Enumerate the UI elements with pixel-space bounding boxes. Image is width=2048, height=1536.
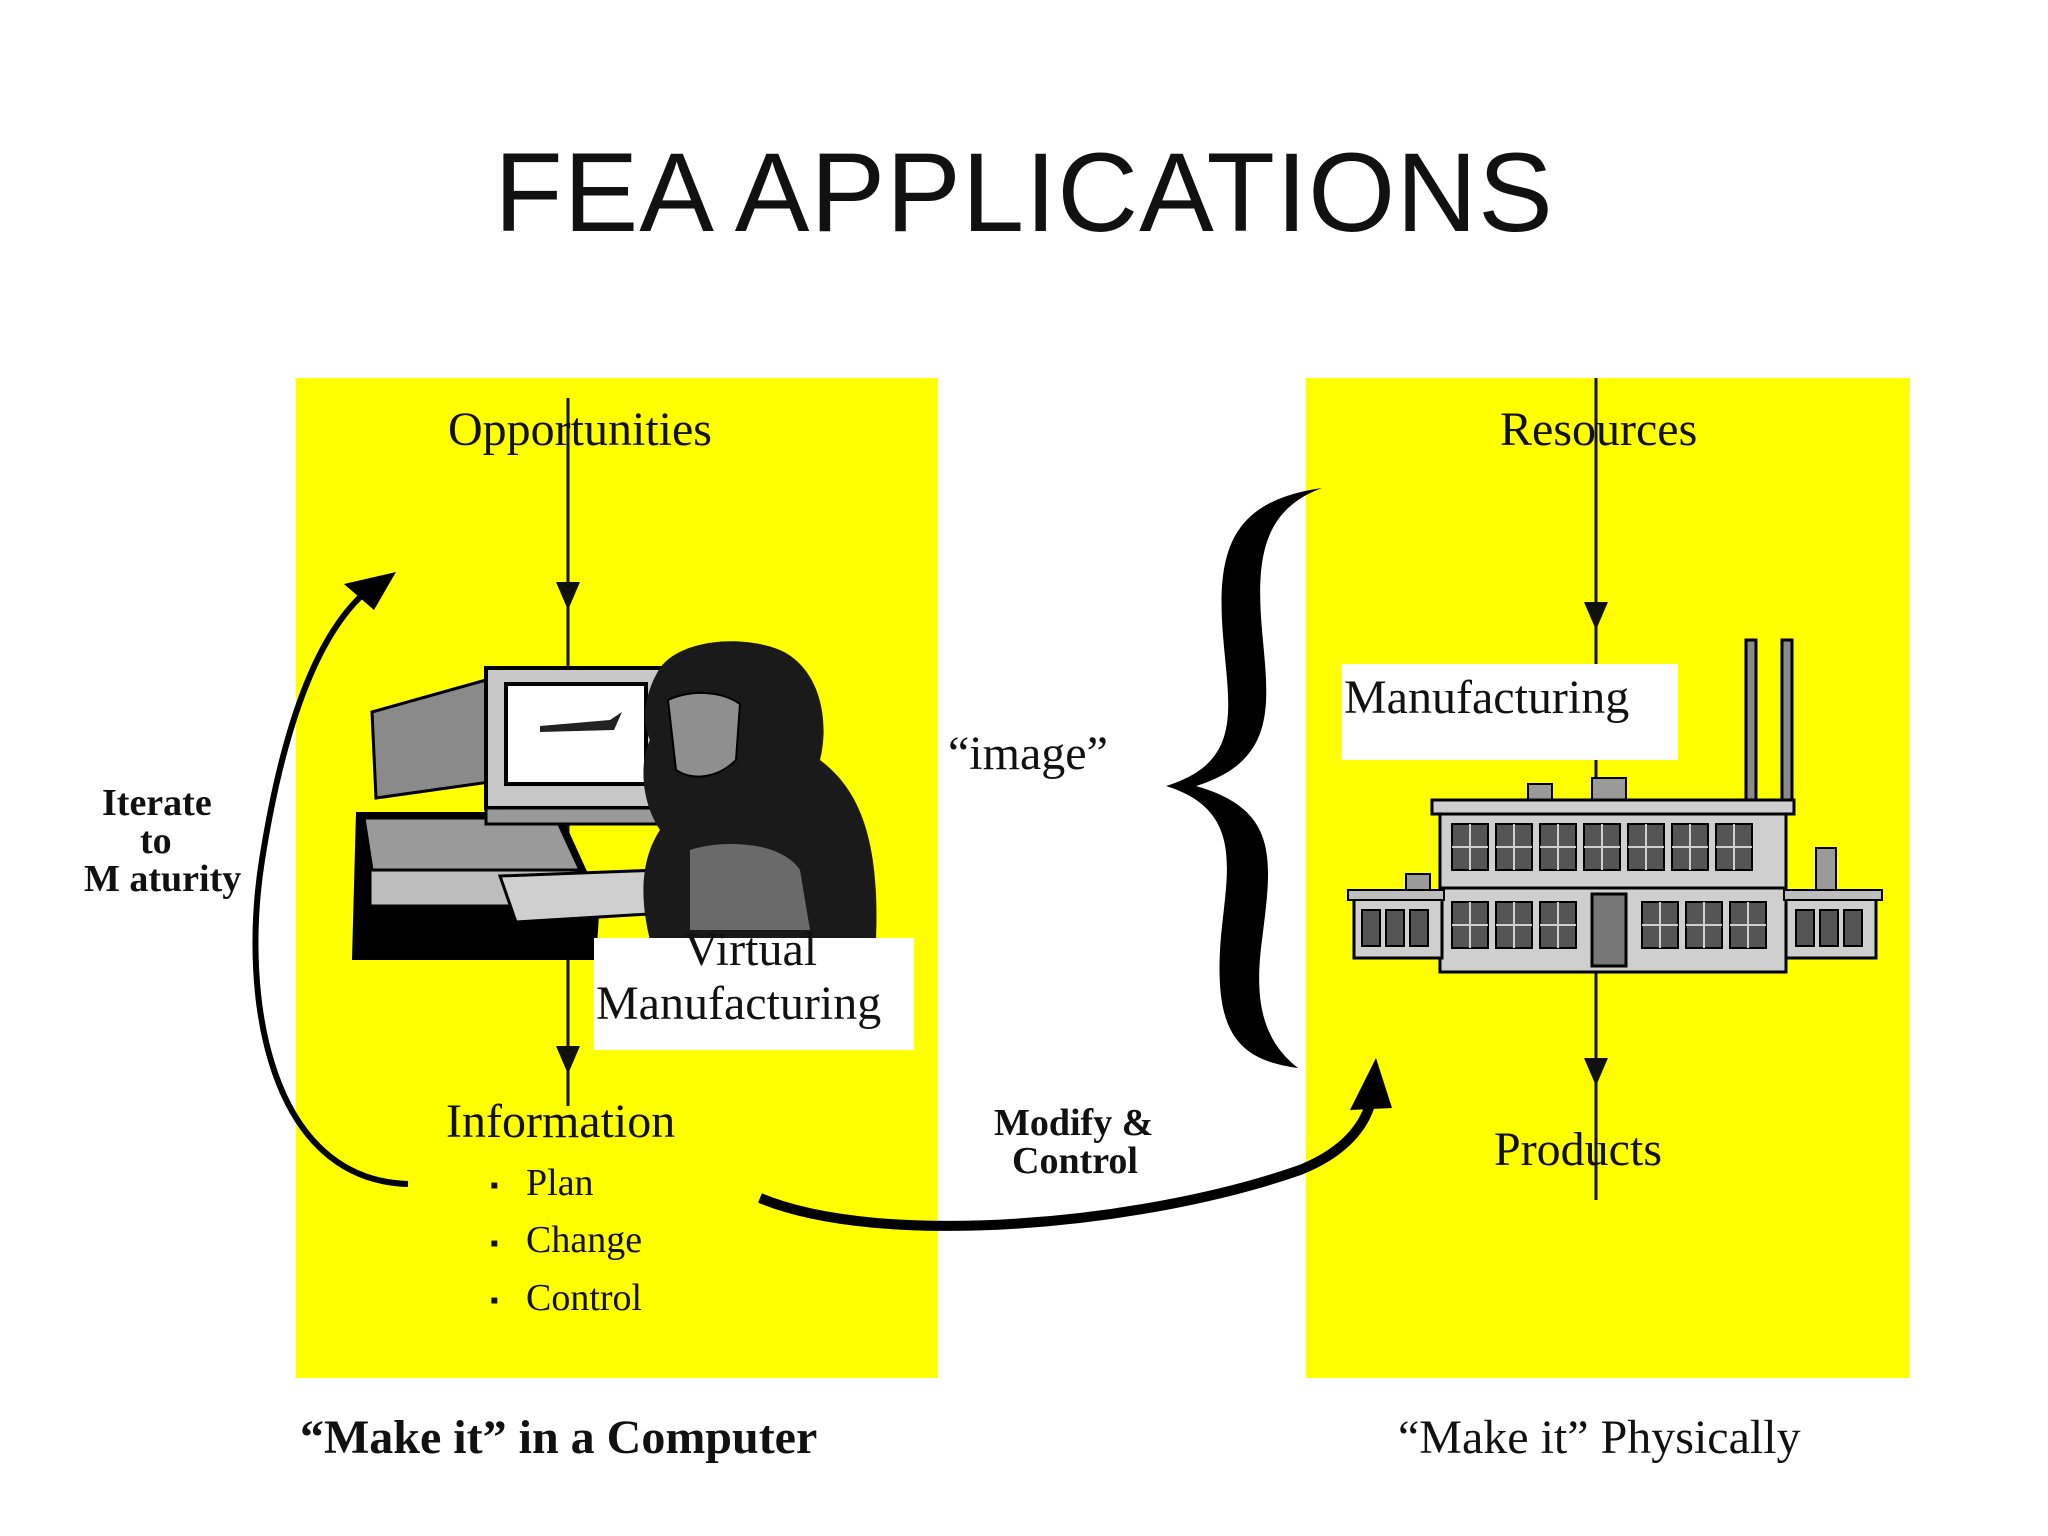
iterate-label-line1: Iterate <box>102 782 212 824</box>
bullet-change: Change <box>490 1213 642 1270</box>
right-arrow-2 <box>1584 1058 1608 1086</box>
iterate-arrow <box>252 587 409 1187</box>
opportunities-label: Opportunities <box>448 403 712 456</box>
image-label: “image” <box>948 727 1108 780</box>
iterate-label-line2: to <box>140 820 172 862</box>
right-arrow-1 <box>1584 602 1608 630</box>
iterate-label-line3: M aturity <box>84 858 242 900</box>
modify-arrow <box>758 1095 1377 1231</box>
left-arrow-2 <box>556 1046 580 1074</box>
virtual-label-line2: Manufacturing <box>596 977 882 1030</box>
curly-brace-icon <box>1166 488 1322 1068</box>
bullet-control: Control <box>490 1271 642 1328</box>
left-caption: “Make it” in a Computer <box>300 1411 818 1464</box>
manufacturing-label: Manufacturing <box>1344 671 1630 724</box>
modify-label-line1: Modify & <box>994 1102 1154 1144</box>
virtual-manufacturing-box <box>594 938 914 1050</box>
factory-illustration <box>1347 638 1883 974</box>
modify-arrowhead <box>1350 1058 1392 1110</box>
resources-label: Resources <box>1500 403 1698 456</box>
page-title: FEA APPLICATIONS <box>494 130 1554 255</box>
right-caption: “Make it” Physically <box>1398 1411 1801 1464</box>
iterate-arrowhead <box>344 572 396 610</box>
virtual-label-line1: Virtual <box>684 923 818 976</box>
products-label: Products <box>1494 1123 1662 1176</box>
bullet-plan: Plan <box>490 1156 642 1213</box>
modify-label-line2: Control <box>1012 1140 1138 1182</box>
information-label: Information <box>446 1095 676 1148</box>
left-arrow-1 <box>556 582 580 610</box>
manufacturing-box <box>1342 664 1678 760</box>
computer-user-illustration <box>352 641 877 960</box>
information-bullets: Plan Change Control <box>490 1156 642 1328</box>
